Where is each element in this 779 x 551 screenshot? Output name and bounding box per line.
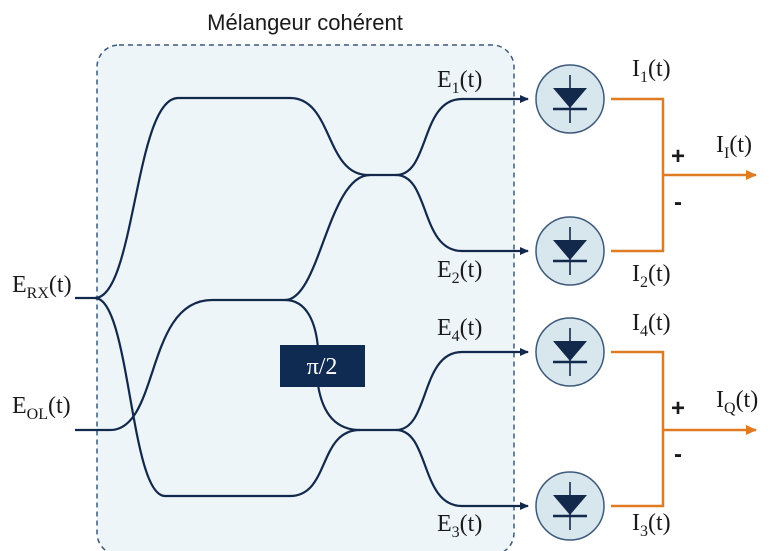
mixer-title: Mélangeur cohérent [207, 10, 403, 35]
minus-sign-q: - [674, 441, 682, 468]
balanced-output-wiring [611, 97, 757, 508]
minus-sign-i: - [674, 189, 682, 216]
photodiode-2-photodiode-icon [535, 216, 605, 286]
input-label-rx: ERX(t) [12, 272, 72, 302]
phase-shifter-label: π/2 [307, 354, 338, 380]
photodiode-3-photodiode-icon [535, 471, 605, 541]
input-label-ol: EOL(t) [12, 393, 71, 423]
plus-sign-q: + [671, 395, 685, 422]
current-label-i4: I4(t) [632, 310, 671, 340]
field-label-e1: E1(t) [437, 67, 482, 97]
field-label-e2: E2(t) [437, 257, 482, 287]
photodiode-4-photodiode-icon [535, 317, 605, 387]
mixer-box [96, 44, 515, 551]
plus-sign-i: + [671, 143, 685, 170]
current-label-i3: I3(t) [632, 510, 671, 540]
output-label-ii: II(t) [716, 132, 752, 162]
current-label-i2: I2(t) [632, 261, 671, 291]
phase-shifter: π/2 [280, 345, 365, 387]
photodiode-1-photodiode-icon [535, 64, 605, 134]
field-label-e3: E3(t) [437, 511, 482, 541]
field-label-e4: E4(t) [437, 315, 482, 345]
waveguide-network [75, 95, 529, 510]
output-label-iq: IQ(t) [716, 387, 758, 417]
current-label-i1: I1(t) [632, 56, 671, 86]
